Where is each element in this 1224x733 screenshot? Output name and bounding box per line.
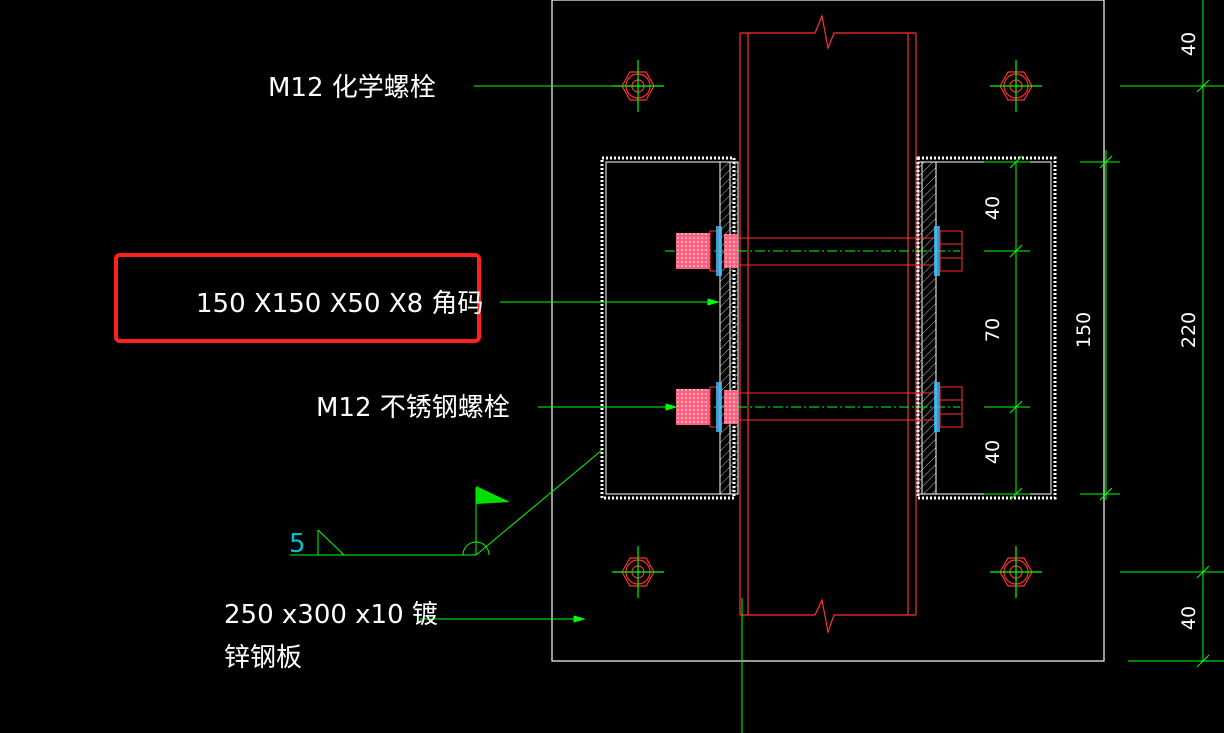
dim-bottom-40: 40 <box>1178 606 1200 630</box>
anchor-bolt-bottom-left <box>612 546 664 598</box>
weld-symbol <box>290 449 603 556</box>
label-weld-size: 5 <box>289 529 306 559</box>
through-bolt-upper <box>665 226 963 276</box>
dim-seg-40-bottom: 40 <box>982 440 1004 464</box>
dim-total-220: 220 <box>1178 312 1200 348</box>
label-plate-line2: 锌钢板 <box>224 643 302 673</box>
label-plate-line1: 250 x300 x10 镀 <box>224 600 438 630</box>
label-chem-bolt: M12 化学螺栓 <box>268 73 436 103</box>
dimension-150 <box>1080 150 1120 501</box>
angle-bracket-right <box>916 156 1057 500</box>
anchor-bolt-top-right <box>990 60 1042 112</box>
weld-flag-icon <box>476 486 510 504</box>
dim-top-40: 40 <box>1178 32 1200 56</box>
steel-member <box>739 13 917 635</box>
dim-seg-40-top: 40 <box>982 196 1004 220</box>
highlight-box <box>114 253 481 343</box>
through-bolt-lower <box>665 382 963 432</box>
leader-lines <box>420 85 720 623</box>
outer-dimension-chain <box>1120 0 1224 668</box>
dim-total-150: 150 <box>1073 312 1095 348</box>
base-plate <box>551 0 1105 662</box>
label-angle-code: 150 X150 X50 X8 角码 <box>196 289 483 319</box>
anchor-bolt-bottom-right <box>990 546 1042 598</box>
inner-dimension-chain <box>984 155 1030 501</box>
angle-bracket-left <box>600 156 739 500</box>
dim-seg-70: 70 <box>982 318 1004 342</box>
label-ss-bolt: M12 不锈钢螺栓 <box>316 393 510 423</box>
